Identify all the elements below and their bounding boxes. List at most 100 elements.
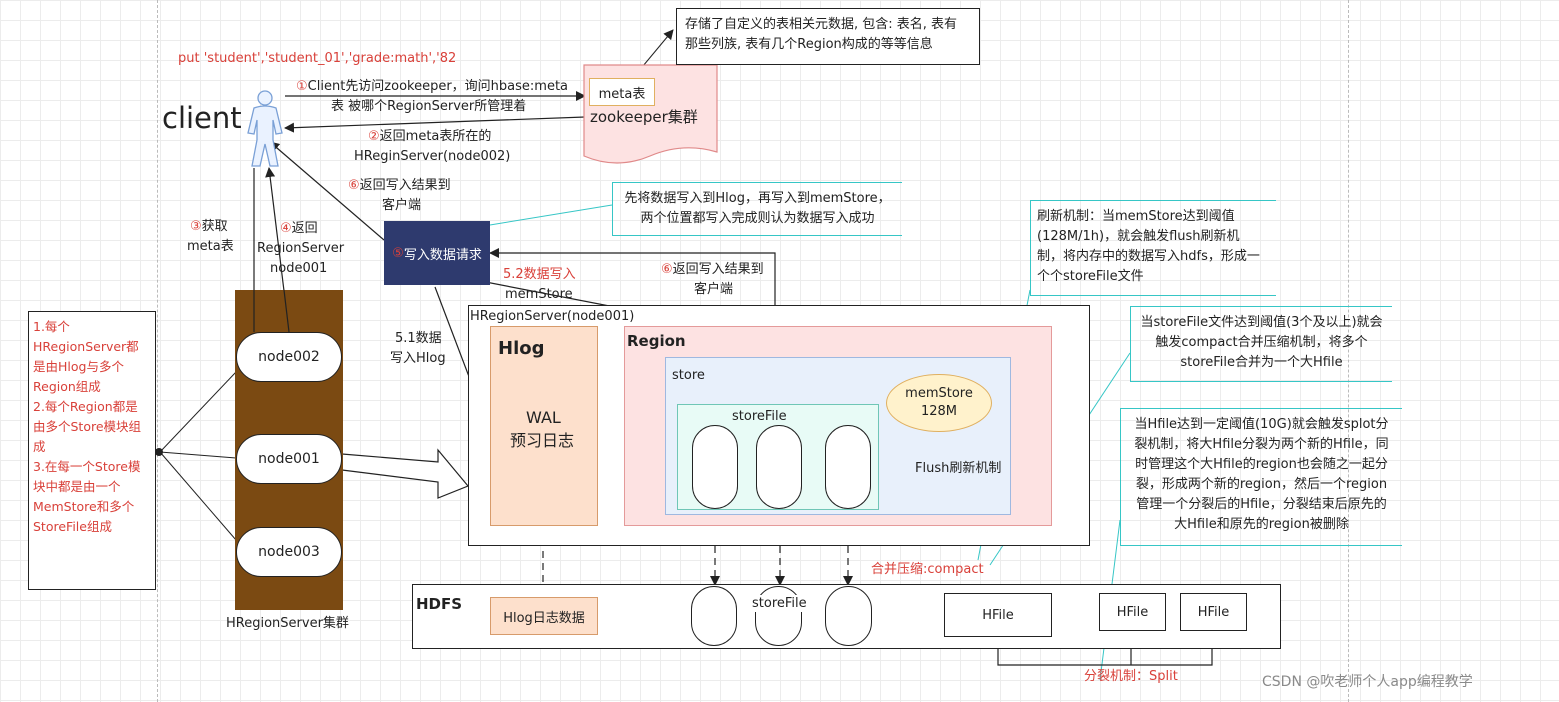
put-command: put 'student','student_01','grade:math',… xyxy=(178,51,457,66)
write-request-label: 写入数据请求 xyxy=(403,247,482,263)
split-note-line1: 当Hfile达到一定阈值(10G)就会触发splot分 xyxy=(1134,417,1389,432)
left-note-line4: Region组成 xyxy=(33,379,101,394)
left-note-line3: 是由Hlog与多个 xyxy=(33,359,124,374)
left-note-line11: StoreFile组成 xyxy=(33,519,112,534)
hdfs-hfile-a: HFile xyxy=(1099,593,1166,631)
hlog-note: 先将数据写入到Hlog，再写入到memStore， 两个位置都写入完成则认为数据… xyxy=(612,182,902,236)
hlog-note-line2: 两个位置都写入完成则认为数据写入成功 xyxy=(640,211,875,226)
cluster-label: HRegionServer集群 xyxy=(226,616,349,631)
wal-line1: WAL xyxy=(526,408,561,427)
compact-note-line3: storeFile合并为一个大Hfile xyxy=(1180,355,1343,370)
region-title: Region xyxy=(627,332,686,350)
split-label: 分裂机制：Split xyxy=(1084,669,1178,684)
store-title: store xyxy=(672,368,705,383)
arrow-request-to-client xyxy=(269,141,385,241)
memstore-line2: 128M xyxy=(920,404,958,419)
step1-num: ① xyxy=(296,79,308,94)
arrow-server-result xyxy=(489,248,776,305)
link-note-node003 xyxy=(159,451,237,541)
step51-line1: 5.1数据 xyxy=(395,331,442,346)
meta-table-label: meta表 xyxy=(598,86,646,102)
compact-label: 合并压缩:compact xyxy=(871,562,984,577)
hollow-arrow-node001 xyxy=(341,448,469,499)
left-note-line6: 由多个Store模块组 xyxy=(33,419,142,434)
compact-note: 当storeFile文件达到阈值(3个及以上)就会 触发compact合并压缩机… xyxy=(1130,306,1392,382)
memstore-ellipse: memStore 128M xyxy=(886,374,992,432)
split-note: 当Hfile达到一定阈值(10G)就会触发splot分 裂机制，将大Hfile分… xyxy=(1120,408,1402,546)
client-figure-icon xyxy=(247,90,283,167)
step52-line1: 5.2数据写入 xyxy=(503,267,576,282)
write-request-num: ⑤ xyxy=(392,245,404,261)
hlog-panel xyxy=(490,326,598,526)
step4-text: ④返回 xyxy=(280,220,318,237)
split-note-line4: 裂，形成两个新的region，然后一个region xyxy=(1135,477,1388,492)
hregionserver-title: HRegionServer(node001) xyxy=(470,309,635,324)
flush-note-line1: 刷新机制：当memStore达到阈值 xyxy=(1037,209,1235,224)
split-note-line3: 时管理这个大Hfile的region也会随之一起分 xyxy=(1135,457,1388,472)
step6a-line2: 客户端 xyxy=(382,198,422,213)
hdfs-storefile-3 xyxy=(825,586,872,646)
client-label: client xyxy=(162,101,242,135)
link-note-dot xyxy=(155,448,163,456)
left-note-line5: 2.每个Region都是 xyxy=(33,399,138,414)
watermark: CSDN @吹老师个人app编程教学 xyxy=(1262,674,1473,690)
step3-num: ③ xyxy=(190,219,202,234)
step6a-line1: 返回写入结果到 xyxy=(359,178,451,193)
left-note-line9: 块中都是由一个 xyxy=(33,479,121,494)
step4-line1: 返回 xyxy=(291,221,318,236)
flush-label: Flush刷新机制 xyxy=(915,461,1002,476)
step6b-text: ⑥返回写入结果到 xyxy=(661,261,764,278)
step4-line3: node001 xyxy=(270,261,328,276)
meta-table-box: meta表 xyxy=(589,78,655,106)
zookeeper-cluster-label: zookeeper集群 xyxy=(590,108,698,126)
compact-note-line1: 当storeFile文件达到阈值(3个及以上)就会 xyxy=(1140,315,1383,330)
meta-note-line2: 那些列族, 表有几个Region构成的等等信息 xyxy=(685,37,933,52)
split-note-line2: 裂机制，将大Hfile分裂为两个新的Hfile，同 xyxy=(1134,437,1389,452)
hdfs-hfile-b: HFile xyxy=(1180,593,1247,631)
split-note-line5: 管理一个分裂后的Hfile，分裂结束后原先的 xyxy=(1136,497,1387,512)
step6a-text: ⑥返回写入结果到 xyxy=(348,177,451,194)
step1-line2: 表 被哪个RegionServer所管理着 xyxy=(331,99,527,114)
hdfs-hfile-big: HFile xyxy=(944,593,1052,637)
link-note-node002 xyxy=(159,371,237,453)
compact-note-line2: 触发compact合并压缩机制，将多个 xyxy=(1155,335,1368,350)
meta-note-line1: 存储了自定义的表相关元数据, 包含: 表名, 表有 xyxy=(685,17,958,32)
step1-line1: Client先访问zookeeper，询问hbase:meta xyxy=(307,79,569,94)
step6b-line1: 返回写入结果到 xyxy=(672,262,764,277)
step4-line2: RegionServer xyxy=(257,241,345,256)
arrow-zookeeper-to-client xyxy=(284,116,586,133)
guide-line-right xyxy=(1348,0,1349,702)
storefile-3 xyxy=(825,425,871,509)
step6b-line2: 客户端 xyxy=(694,282,734,297)
step52-line2: memStore xyxy=(505,287,573,302)
hdfs-title: HDFS xyxy=(416,595,463,613)
hdfs-hfile-b-label: HFile xyxy=(1197,604,1230,620)
left-note: 1.每个 HRegionServer都 是由Hlog与多个 Region组成 2… xyxy=(28,311,156,590)
left-note-line10: MemStore和多个 xyxy=(33,499,135,514)
hdfs-hfile-a-label: HFile xyxy=(1116,604,1149,620)
hlog-title: Hlog xyxy=(498,338,545,359)
link-note-node001 xyxy=(159,451,237,459)
guide-line-left xyxy=(157,0,158,702)
flush-note: 刷新机制：当memStore达到阈值 (128M/1h)，就会触发flush刷新… xyxy=(1030,200,1276,296)
meta-note: 存储了自定义的表相关元数据, 包含: 表名, 表有 那些列族, 表有几个Regi… xyxy=(676,8,980,65)
hdfs-hlog-data: Hlog日志数据 xyxy=(490,597,598,635)
left-note-line1: 1.每个 xyxy=(33,319,70,334)
step6b-num: ⑥ xyxy=(661,262,673,277)
step2-line2: HReginServer(node002) xyxy=(354,149,511,164)
step3-text: ③获取 xyxy=(190,218,228,235)
hdfs-hlog-data-label: Hlog日志数据 xyxy=(503,610,585,626)
left-note-line2: HRegionServer都 xyxy=(33,339,139,354)
hdfs-hfile-big-label: HFile xyxy=(982,607,1014,623)
node002-pill: node002 xyxy=(236,332,342,382)
split-note-line6: 大Hfile和原先的region被删除 xyxy=(1174,517,1349,532)
storefile-title: storeFile xyxy=(732,409,787,424)
flush-note-line4: 个个storeFile文件 xyxy=(1037,269,1144,284)
storefile-1 xyxy=(692,425,738,509)
left-note-line7: 成 xyxy=(33,439,46,454)
step2-num: ② xyxy=(368,129,380,144)
wal-line2: 预习日志 xyxy=(510,431,575,450)
hdfs-storefile-label: storeFile xyxy=(752,595,807,612)
flush-note-line3: 制，将内存中的数据写入hdfs，形成一 xyxy=(1037,249,1260,264)
